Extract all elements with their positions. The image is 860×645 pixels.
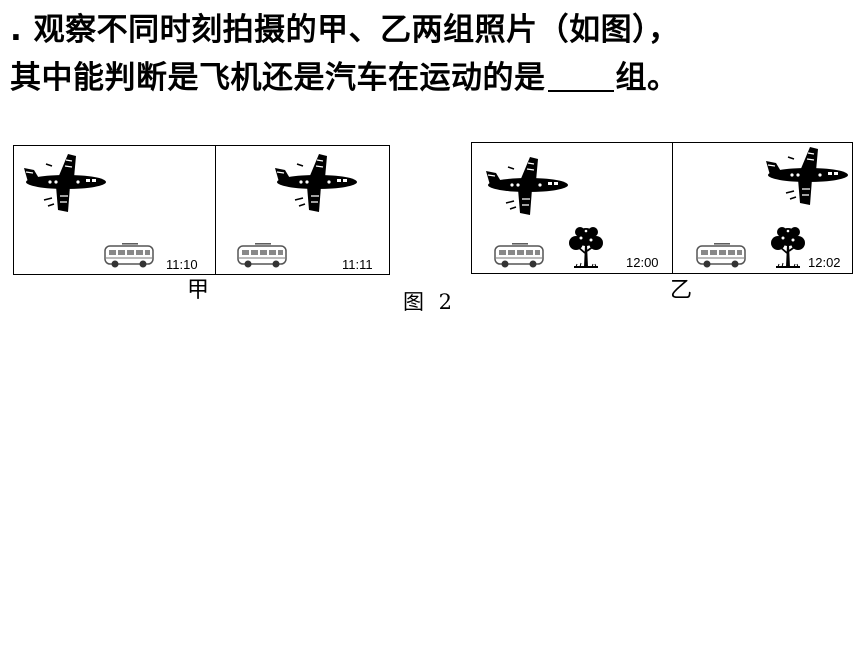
- answer-blank: [547, 56, 614, 92]
- figure-label: 图 2: [403, 290, 457, 314]
- timestamp: 11:10: [166, 257, 198, 272]
- question-line-2-part-2: 组。: [615, 60, 679, 96]
- photo-divider: [215, 146, 216, 274]
- question-line-2-part-1: 其中能判断是飞机还是汽车在运动的是: [10, 60, 546, 96]
- airplane-icon: [23, 153, 107, 213]
- bus-icon: [237, 243, 287, 269]
- tree-icon: [770, 226, 806, 268]
- caption-jia: 甲: [187, 278, 210, 303]
- airplane-icon: [765, 146, 849, 206]
- bus-icon: [494, 243, 544, 269]
- question-line-2: 其中能判断是飞机还是汽车在运动的是 组。: [10, 54, 850, 102]
- photo-group-yi: 12:00 12:02: [471, 142, 853, 274]
- timestamp: 12:00: [626, 255, 659, 270]
- tree-icon: [568, 226, 604, 268]
- airplane-icon: [274, 153, 358, 213]
- airplane-icon: [485, 156, 569, 216]
- photo-yi-right: 12:02: [674, 143, 852, 273]
- bus-icon: [104, 243, 154, 269]
- question-text: . 观察不同时刻拍摄的甲、乙两组照片（如图）， 其中能判断是飞机还是汽车在运动的…: [10, 6, 850, 102]
- timestamp: 12:02: [808, 255, 841, 270]
- photo-jia-right: 11:11: [217, 146, 389, 274]
- photo-group-jia: 11:10 11:11: [13, 145, 390, 275]
- photo-yi-left: 12:00: [472, 143, 672, 273]
- photo-jia-left: 11:10: [14, 146, 215, 274]
- bus-icon: [696, 243, 746, 269]
- question-line-1: . 观察不同时刻拍摄的甲、乙两组照片（如图），: [10, 12, 680, 48]
- caption-yi: 乙: [670, 278, 693, 303]
- photo-divider: [672, 143, 673, 273]
- timestamp: 11:11: [342, 257, 373, 272]
